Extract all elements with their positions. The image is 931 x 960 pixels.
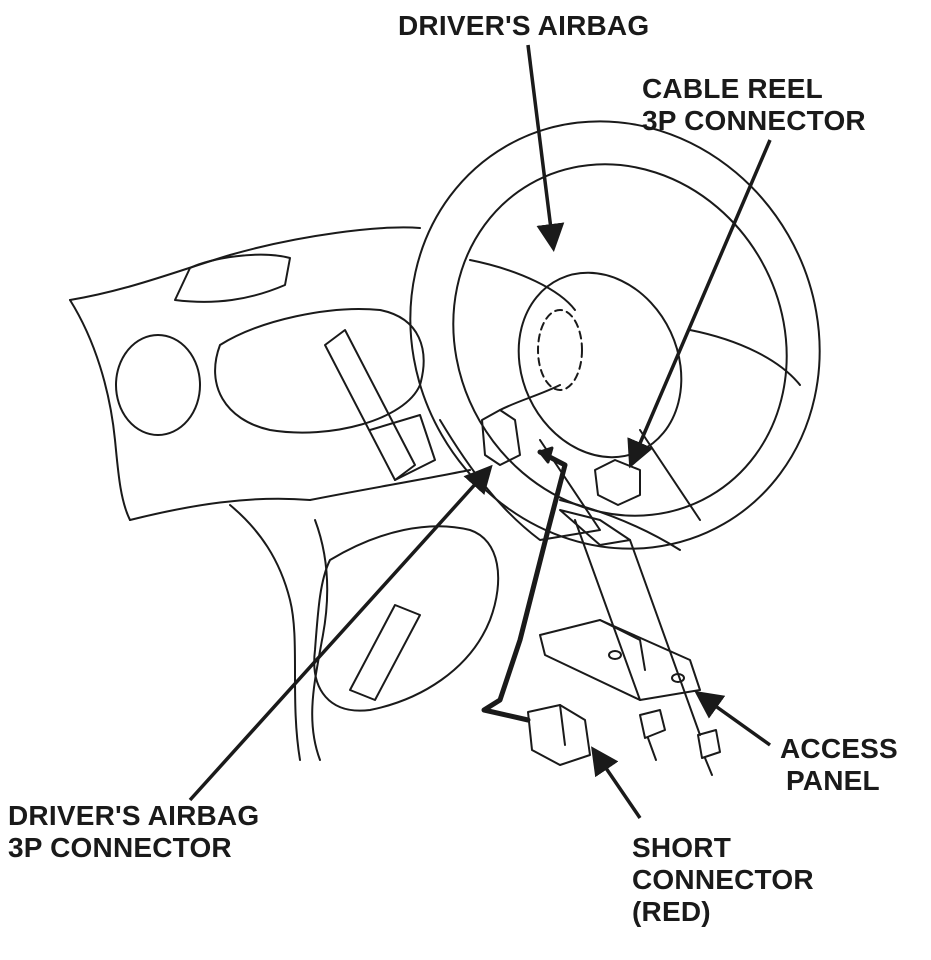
label-drivers-airbag-connector: DRIVER'S AIRBAG 3P CONNECTOR (8, 800, 260, 863)
leader-cable-reel-connector (627, 139, 772, 469)
gauge (115, 334, 201, 436)
airbag-module (517, 271, 683, 459)
screw-left (639, 709, 666, 761)
label-drivers-airbag: DRIVER'S AIRBAG (398, 10, 650, 41)
leader-drivers-airbag (526, 44, 565, 252)
leader-short-connector (591, 746, 642, 819)
short-connector-shape (527, 704, 591, 766)
steering-wheel-rim (409, 120, 821, 550)
vent-slot (324, 329, 416, 481)
airbag-connector-shape (481, 409, 521, 466)
screw-right (697, 729, 721, 776)
cluster-hood (174, 253, 291, 303)
access-panel-shape (539, 619, 701, 701)
label-short-connector: SHORT CONNECTOR (RED) (632, 832, 814, 927)
dashboard-outline (69, 226, 421, 301)
leader-access-panel (694, 690, 772, 747)
leader-airbag-connector (188, 464, 493, 802)
label-cable-reel-connector: CABLE REEL 3P CONNECTOR (642, 73, 866, 136)
label-access-panel: ACCESS PANEL (780, 733, 898, 796)
cable-reel-connector-shape (594, 459, 641, 506)
